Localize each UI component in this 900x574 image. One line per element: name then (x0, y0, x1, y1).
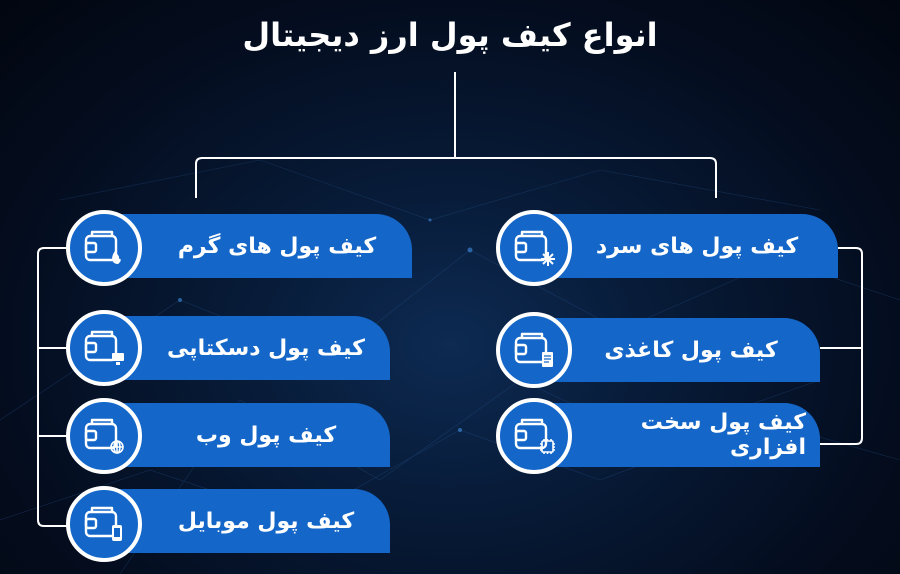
node-label: کیف پول دسکتاپی (167, 335, 365, 361)
node-paper-wallet: کیف پول کاغذی (522, 318, 820, 382)
wallet-desktop-icon (66, 310, 142, 386)
wallet-paper-icon (496, 312, 572, 388)
branch-line (195, 157, 717, 198)
node-label: کیف پول سخت افزاری (640, 410, 806, 460)
right-bracket-line (820, 247, 863, 445)
wallet-chip-icon (496, 398, 572, 474)
page-title: انواع کیف پول ارز دیجیتال (242, 16, 658, 54)
node-label: کیف پول های سرد (595, 233, 799, 259)
node-desktop-wallet: کیف پول دسکتاپی (92, 316, 390, 380)
node-cold-wallet: کیف پول های سرد (522, 214, 838, 278)
wallet-snowflake-icon (496, 210, 572, 286)
node-label: کیف پول وب (195, 422, 337, 448)
wallet-mobile-icon (66, 486, 142, 562)
left-bracket-line (37, 247, 70, 527)
wallet-web-icon (66, 398, 142, 474)
node-label: کیف پول موبایل (177, 508, 355, 534)
wallet-fire-icon (66, 210, 142, 286)
node-label: کیف پول های گرم (177, 233, 377, 259)
node-hot-wallet: کیف پول های گرم (92, 214, 412, 278)
node-label: کیف پول کاغذی (604, 337, 778, 363)
